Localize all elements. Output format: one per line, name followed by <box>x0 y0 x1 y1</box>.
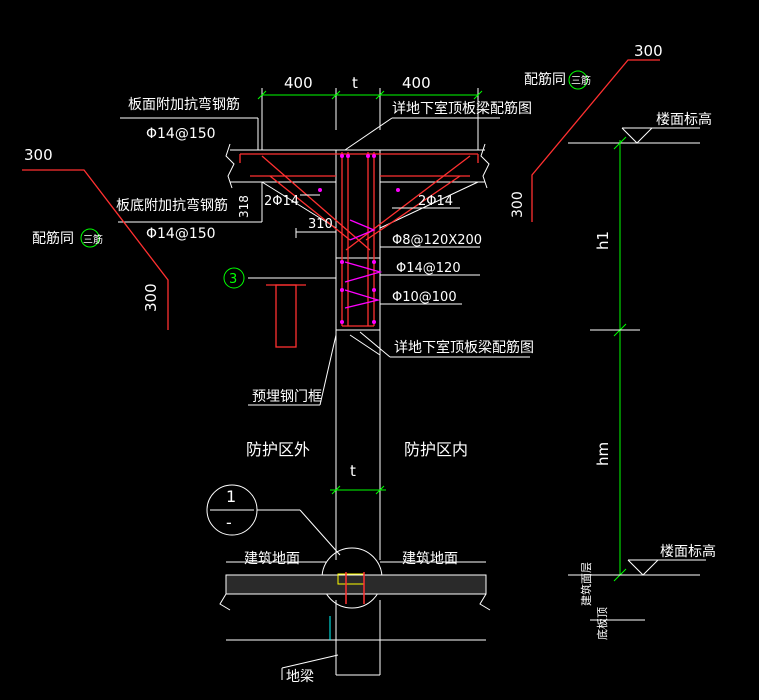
slab-bottom-label: 底板顶 <box>595 607 609 640</box>
right-note: 配筋同 <box>524 71 566 88</box>
dim-310: 310 <box>308 217 333 232</box>
embedded-frame-symbol <box>275 284 297 348</box>
left-bars: 2Φ14 <box>264 194 299 209</box>
elevation-dimensions <box>568 127 706 621</box>
arch-floor-label: 建筑面层 <box>579 562 593 606</box>
left-note-circle: 三筋 <box>83 233 103 246</box>
wall-rebar <box>341 152 375 327</box>
ref-detail-bottom: 详地下室顶板梁配筋图 <box>394 339 534 356</box>
detail-num: 1 <box>226 487 236 506</box>
floor-right: 建筑地面 <box>402 551 458 567</box>
bottom-rebar-label: 板底附加抗弯钢筋 <box>116 197 228 214</box>
floor-level-top: 楼面标高 <box>656 111 712 128</box>
detail-sub: - <box>226 513 232 532</box>
right-bent-bar <box>531 59 660 222</box>
top-rebar-label: 板面附加抗弯钢筋 <box>128 96 240 113</box>
bottom-rebar-spec: Φ14@150 <box>146 226 216 242</box>
dim-t-lower: t <box>350 462 356 480</box>
dim-hm: hm <box>594 442 612 466</box>
inside-zone: 防护区内 <box>404 440 468 459</box>
dim-h1: h1 <box>594 231 612 250</box>
right-bars: 2Φ14 <box>418 194 453 209</box>
roof-slab <box>225 143 490 229</box>
right-300-top: 300 <box>634 42 663 60</box>
left-note: 配筋同 <box>32 230 74 247</box>
dim-318: 318 <box>237 195 251 218</box>
ground-beam: 地梁 <box>286 669 314 685</box>
rebar-dots <box>318 154 400 324</box>
hook-bars <box>344 219 383 309</box>
top-rebar-spec: Φ14@150 <box>146 126 216 142</box>
section-mark-3: 3 <box>229 272 237 287</box>
right-300-side: 300 <box>510 191 526 218</box>
floor-left: 建筑地面 <box>244 551 300 567</box>
dim-mid-t: t <box>352 74 358 92</box>
top-dimension-chain <box>257 88 483 150</box>
left-bent-bar <box>22 169 169 330</box>
leaders <box>118 117 530 406</box>
dim-left-400: 400 <box>284 74 313 92</box>
section-mark-circle <box>223 267 245 289</box>
floor-slab <box>219 561 491 641</box>
bar-spec: Φ10@100 <box>392 290 457 305</box>
right-note-circle: 三筋 <box>571 74 591 87</box>
embedded-frame-label: 预埋钢门框 <box>252 389 322 405</box>
outside-zone: 防护区外 <box>246 440 310 459</box>
floor-level-bottom: 楼面标高 <box>660 543 716 560</box>
hook-spec: Φ14@120 <box>396 261 461 276</box>
left-300-bottom: 300 <box>142 283 160 312</box>
wall-section <box>335 150 381 676</box>
slab-rebar <box>239 153 479 251</box>
left-300-top: 300 <box>24 146 53 164</box>
stirrup-spec: Φ8@120X200 <box>392 233 482 248</box>
lower-dimension <box>330 485 386 495</box>
ref-detail-top: 详地下室顶板梁配筋图 <box>392 100 532 117</box>
dim-right-400: 400 <box>402 74 431 92</box>
